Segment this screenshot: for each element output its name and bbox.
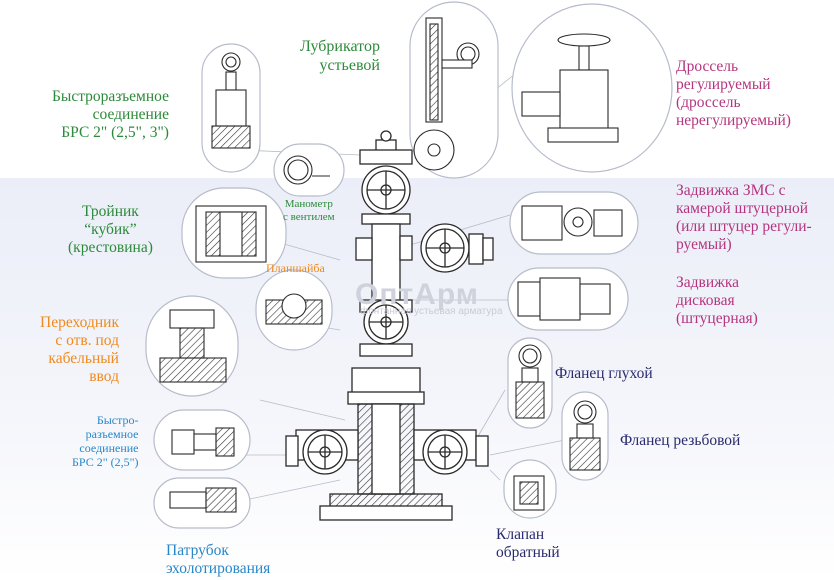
label-faceplate: Планшайба	[266, 261, 325, 275]
label-lubricator: Лубрикатор устьевой	[300, 38, 380, 74]
watermark-brand: ОптАрм	[355, 278, 479, 311]
label-disc-valve: Задвижка дисковая (штуцерная)	[676, 274, 758, 327]
label-adapter: Переходник с отв. под кабельный ввод	[40, 314, 119, 385]
watermark-tagline: фонтанная устьевая арматура	[360, 306, 503, 317]
label-throttle: Дроссель регулируемый (дроссель нерегули…	[676, 58, 791, 129]
label-gate-valve-zms: Задвижка ЗМС с камерой штуцерной (или шт…	[676, 182, 812, 253]
label-manometer: Манометр с вентилем	[283, 198, 335, 223]
label-check-valve: Клапан обратный	[496, 526, 560, 561]
label-blind-flange: Фланец глухой	[555, 365, 653, 382]
label-brs-top: Быстроразъемное соединение БРС 2" (2,5",…	[52, 88, 169, 141]
label-brs-bottom: Быстро- разъемное соединение БРС 2" (2,5…	[72, 413, 139, 469]
label-tee: Тройник “кубик” (крестовина)	[68, 203, 153, 256]
component-sketches	[159, 17, 623, 513]
wellhead-assembly	[285, 130, 494, 521]
label-echo-pipe: Патрубок эхолотирования	[166, 542, 271, 577]
label-threaded-flange: Фланец резьбовой	[620, 432, 741, 449]
